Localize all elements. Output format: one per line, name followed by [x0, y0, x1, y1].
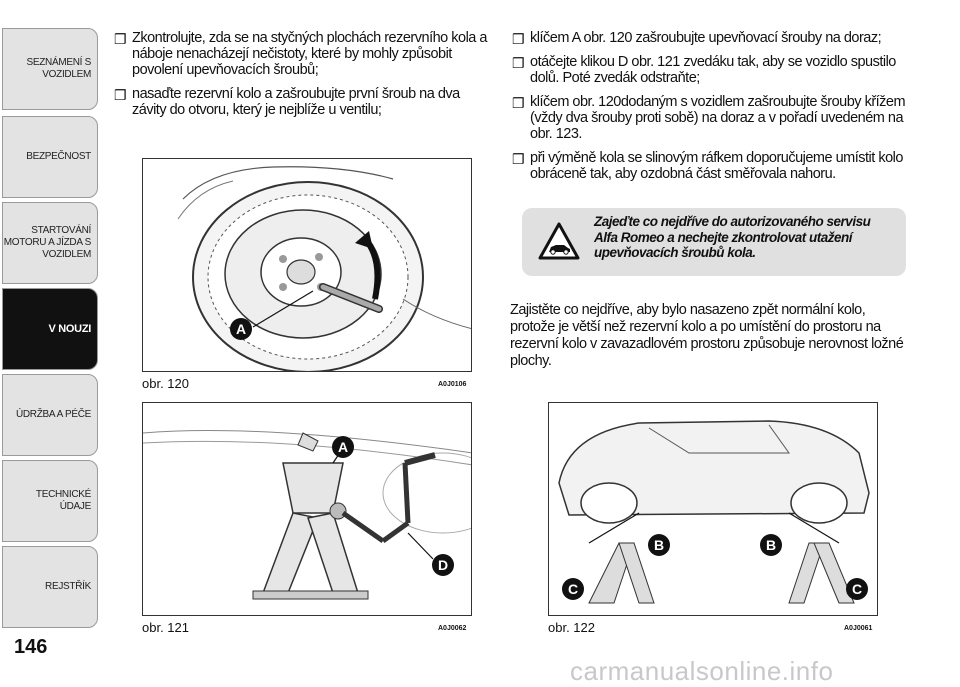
wheel-wrench-illustration: A	[177, 166, 471, 371]
figure-caption: obr. 121	[142, 620, 189, 635]
body-paragraph: Zajistěte co nejdříve, aby bylo nasazeno…	[510, 302, 904, 369]
warning-text: Zajeďte co nejdříve do autorizovaného se…	[594, 214, 871, 260]
tab-v-nouzi[interactable]: V NOUZI	[2, 288, 98, 370]
callout-label: B	[654, 537, 664, 553]
tab-seznameni[interactable]: SEZNÁMENÍ S VOZIDLEM	[2, 28, 98, 110]
list-item: ❒ při výměně kola se slinovým ráfkem dop…	[512, 150, 910, 182]
figure-121: A D	[142, 402, 472, 616]
figure-caption: obr. 122	[548, 620, 595, 635]
tab-startovani[interactable]: STARTOVÁNÍ MOTORU A JÍZDA S VOZIDLEM	[2, 202, 98, 284]
callout-label: A	[236, 321, 246, 337]
bullet-box-icon: ❒	[114, 31, 127, 47]
jack-crank-illustration: A D	[143, 430, 471, 600]
callout-label: C	[852, 581, 862, 597]
callout-label: C	[568, 581, 578, 597]
tab-bezpecnost[interactable]: BEZPEČNOST	[2, 116, 98, 198]
callout-label: D	[438, 557, 448, 573]
list-item: ❒ klíčem obr. 120dodaným s vozidlem zašr…	[512, 94, 910, 142]
list-item: ❒ Zkontrolujte, zda se na styčných ploch…	[114, 30, 496, 78]
warning-box: Zajeďte co nejdříve do autorizovaného se…	[522, 208, 906, 276]
tab-label: STARTOVÁNÍ MOTORU A JÍZDA S VOZIDLEM	[3, 225, 92, 260]
list-item: ❒ nasaďte rezervní kolo a zašroubujte pr…	[114, 86, 496, 118]
figure-caption: obr. 120	[142, 376, 189, 391]
list-item-text: otáčejte klikou D obr. 121 zvedáku tak, …	[530, 54, 896, 86]
car-jack-points-illustration: B C B C	[558, 420, 870, 604]
list-item-text: nasaďte rezervní kolo a zašroubujte prvn…	[132, 86, 460, 118]
tab-label: TECHNICKÉ ÚDAJE	[35, 489, 91, 512]
tab-udrzba[interactable]: ÚDRŽBA A PÉČE	[2, 374, 98, 456]
figure-code: A0J0061	[844, 625, 873, 632]
right-text-column: ❒ klíčem A obr. 120 zašroubujte upevňova…	[512, 30, 910, 190]
list-item: ❒ otáčejte klikou D obr. 121 zvedáku tak…	[512, 54, 910, 86]
list-item-text: klíčem obr. 120dodaným s vozidlem zašrou…	[530, 94, 906, 142]
watermark: carmanualsonline.info	[570, 656, 834, 686]
bullet-box-icon: ❒	[512, 151, 525, 167]
figure-code: A0J0106	[438, 381, 467, 388]
tab-label: V NOUZI	[48, 323, 91, 335]
tab-label: REJSTŘÍK	[45, 581, 91, 592]
tab-label: BEZPEČNOST	[26, 151, 91, 162]
list-item-text: při výměně kola se slinovým ráfkem dopor…	[530, 150, 903, 182]
tab-label: SEZNÁMENÍ S VOZIDLEM	[26, 57, 92, 80]
bullet-box-icon: ❒	[512, 55, 525, 71]
tab-technicke-udaje[interactable]: TECHNICKÉ ÚDAJE	[2, 460, 98, 542]
list-item: ❒ klíčem A obr. 120 zašroubujte upevňova…	[512, 30, 910, 47]
warning-triangle-car-icon	[538, 222, 580, 260]
tab-label: ÚDRŽBA A PÉČE	[15, 409, 91, 420]
figure-122: B C B C	[548, 402, 878, 616]
figure-120: A	[142, 158, 472, 372]
left-text-column: ❒ Zkontrolujte, zda se na styčných ploch…	[114, 30, 496, 126]
list-item-text: klíčem A obr. 120 zašroubujte upevňovací…	[530, 30, 882, 46]
figure-code: A0J0062	[438, 625, 467, 632]
tab-rejstrik[interactable]: REJSTŘÍK	[2, 546, 98, 628]
bullet-box-icon: ❒	[512, 31, 525, 47]
callout-label: A	[338, 439, 348, 455]
page-number: 146	[14, 636, 48, 658]
list-item-text: Zkontrolujte, zda se na styčných plochác…	[132, 30, 487, 78]
bullet-box-icon: ❒	[114, 87, 127, 103]
bullet-box-icon: ❒	[512, 95, 525, 111]
callout-label: B	[766, 537, 776, 553]
